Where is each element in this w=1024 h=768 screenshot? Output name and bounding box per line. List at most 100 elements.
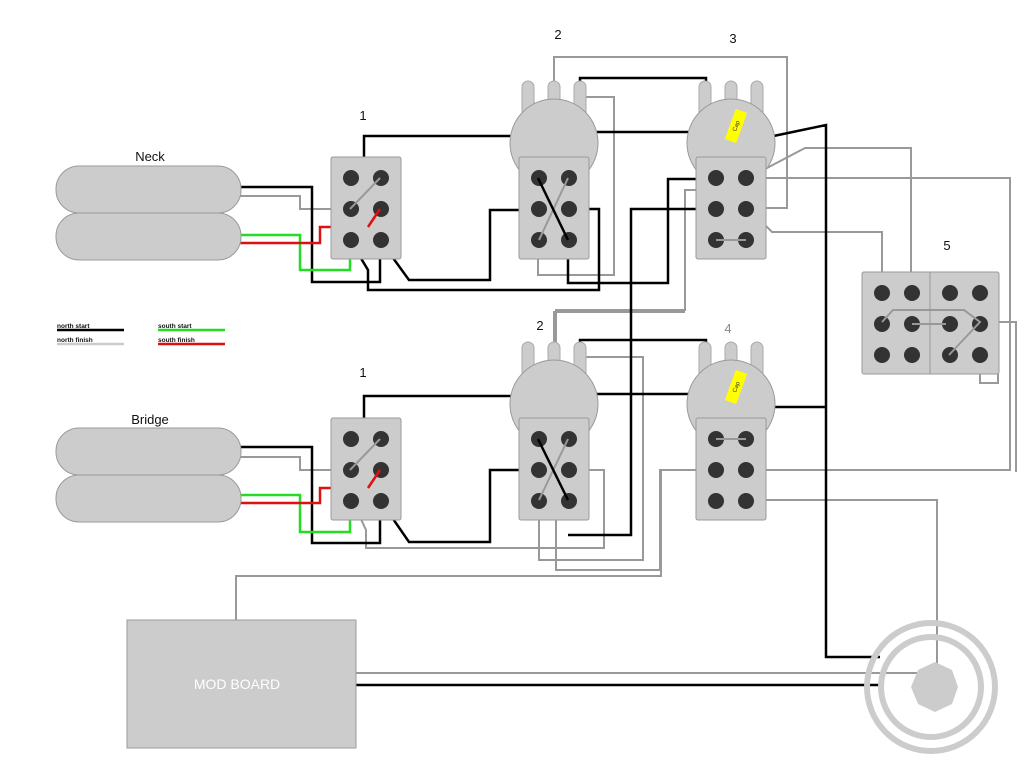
pickup-bridge-label: Bridge <box>131 412 169 427</box>
switch-pin <box>561 201 577 217</box>
pickup-coil <box>55 165 242 214</box>
wire-south-finish <box>366 469 382 489</box>
wire-black <box>348 207 601 292</box>
tone-pot-top: Cap <box>686 80 776 260</box>
wire-black <box>240 185 382 284</box>
wire-black <box>566 177 715 285</box>
switch-pin <box>738 493 754 509</box>
wire-south-finish <box>366 208 382 228</box>
switch-pin <box>343 493 359 509</box>
capacitor-label: Cap <box>732 381 742 394</box>
jumper-wire <box>536 438 570 501</box>
wire-gray <box>537 96 615 276</box>
switch-pin <box>343 431 359 447</box>
capacitor-body <box>724 108 748 144</box>
switch-pin <box>708 170 724 186</box>
wire-south-start <box>240 233 352 272</box>
wire-gray <box>748 177 1011 471</box>
switch-pin <box>531 493 547 509</box>
wire-gray <box>553 56 788 209</box>
switch-pin <box>561 431 577 447</box>
pickup-coil <box>55 427 242 476</box>
wire-south-start <box>240 493 352 534</box>
jack-outer-ring <box>864 620 998 754</box>
switch-body <box>695 417 767 521</box>
capacitor-body <box>724 369 748 405</box>
legend-north-finish: north finish <box>57 337 93 344</box>
wire-black <box>378 468 538 544</box>
switch-pin <box>531 201 547 217</box>
switch-pin <box>561 493 577 509</box>
bridge-coil-switch <box>330 417 402 521</box>
switch-pin <box>972 347 988 363</box>
switch-pin <box>708 201 724 217</box>
wire-gray <box>351 469 605 549</box>
switch-pin <box>561 170 577 186</box>
switch-pin <box>531 462 547 478</box>
output-jack <box>864 620 998 754</box>
pickup-neck-label: Neck <box>135 149 165 164</box>
wire-gray <box>538 356 644 561</box>
wire-gray <box>235 471 662 620</box>
switch-pin <box>874 347 890 363</box>
jack-inner-ring <box>878 634 984 740</box>
pickup-coil <box>55 212 242 261</box>
legend-south-finish: south finish <box>158 337 195 344</box>
label-neck-pot: 2 <box>554 27 561 42</box>
wire-gray <box>747 147 912 285</box>
mod-board: MOD BOARD <box>126 619 357 749</box>
switch-pin <box>708 493 724 509</box>
switch-pin <box>343 170 359 186</box>
label-tone-pot-top: 3 <box>729 31 736 46</box>
capacitor: Cap <box>724 369 748 405</box>
switch-pin <box>373 232 389 248</box>
legend-north-start: north start <box>57 323 90 330</box>
wire-black <box>568 207 715 537</box>
neck-coil-switch <box>330 156 402 260</box>
label-selector-switch: 5 <box>943 238 950 253</box>
switch-pin <box>343 232 359 248</box>
switch-pin <box>708 462 724 478</box>
mod-board-body <box>126 619 357 749</box>
label-bridge-switch: 1 <box>359 365 366 380</box>
switch-pin <box>738 170 754 186</box>
switch-pin <box>972 285 988 301</box>
jumper-wire <box>349 177 381 210</box>
switch-pin <box>904 347 920 363</box>
wire-black <box>578 76 708 97</box>
wire-black <box>378 208 538 282</box>
bridge-volume-pot <box>509 341 599 521</box>
switch-pin <box>373 493 389 509</box>
switch-body <box>330 156 402 260</box>
pickup-coil <box>55 474 242 523</box>
switch-pin <box>874 316 890 332</box>
label-bridge-pot: 2 <box>536 318 543 333</box>
switch-pin <box>561 232 577 248</box>
pickup-neck: Neck <box>55 149 242 261</box>
switch-pin <box>738 201 754 217</box>
switch-pin <box>942 285 958 301</box>
wire-black <box>240 445 382 545</box>
wire-gray <box>748 499 938 665</box>
wire-gray <box>555 189 717 571</box>
switch-pin <box>561 462 577 478</box>
capacitor-label: Cap <box>732 120 742 133</box>
switch-body <box>330 417 402 521</box>
legend-south-start: south start <box>158 323 192 330</box>
legend: north start north finish south start sou… <box>57 323 225 346</box>
switch-pin <box>874 285 890 301</box>
tone-pot-bottom: Cap <box>686 341 776 521</box>
wire-black <box>362 394 553 418</box>
wire-gray <box>240 195 350 210</box>
jumper-wire <box>349 438 381 471</box>
neck-volume-pot <box>509 80 599 260</box>
wire-black <box>578 338 708 358</box>
label-neck-switch: 1 <box>359 108 366 123</box>
switch-pin <box>942 316 958 332</box>
jumper-wire <box>881 309 982 356</box>
wire-gray <box>240 456 350 471</box>
wire-gray <box>553 311 685 350</box>
switch-pin <box>904 285 920 301</box>
